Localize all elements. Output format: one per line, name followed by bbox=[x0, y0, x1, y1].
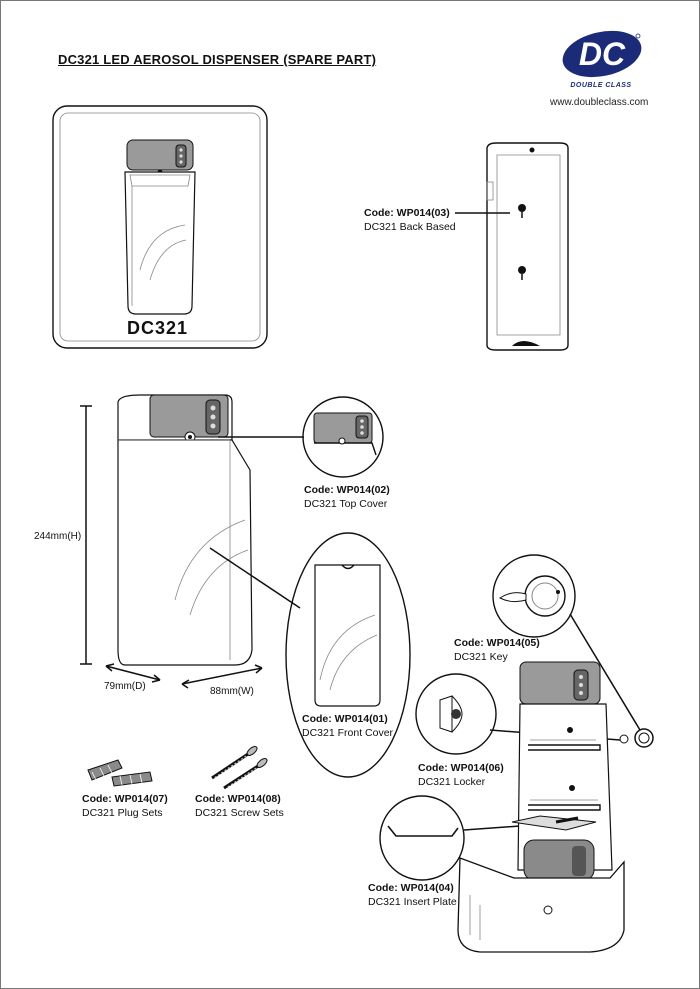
part-code: Code: WP014(06) bbox=[418, 762, 504, 774]
product-model-label: DC321 bbox=[127, 318, 189, 338]
exploded-dispenser-drawing bbox=[457, 661, 654, 953]
part-label-plug-sets: Code: WP014(07) DC321 Plug Sets bbox=[82, 792, 168, 820]
part-label-top-cover: Code: WP014(02) DC321 Top Cover bbox=[304, 483, 390, 511]
insert-plate-detail bbox=[379, 795, 521, 881]
part-name: DC321 Screw Sets bbox=[195, 807, 284, 819]
top-cover-detail bbox=[302, 396, 384, 478]
part-code: Code: WP014(01) bbox=[302, 713, 388, 725]
key-detail bbox=[492, 554, 641, 731]
part-label-insert-plate: Code: WP014(04) DC321 Insert Plate bbox=[368, 881, 457, 909]
part-name: DC321 Insert Plate bbox=[368, 896, 457, 908]
part-label-back-base: Code: WP014(03) DC321 Back Based bbox=[364, 206, 456, 234]
dimension-height: 244mm(H) bbox=[34, 531, 82, 542]
part-label-locker: Code: WP014(06) DC321 Locker bbox=[418, 761, 504, 789]
logo-tagline: DOUBLE CLASS bbox=[570, 82, 632, 89]
part-name: DC321 Back Based bbox=[364, 221, 456, 233]
part-label-front-cover: Code: WP014(01) DC321 Front Cover bbox=[302, 712, 393, 740]
part-name: DC321 Key bbox=[454, 651, 508, 663]
part-code: Code: WP014(05) bbox=[454, 637, 540, 649]
part-name: DC321 Plug Sets bbox=[82, 807, 163, 819]
part-name: DC321 Locker bbox=[418, 776, 486, 788]
part-name: DC321 Front Cover bbox=[302, 727, 394, 739]
dimension-width: 88mm(W) bbox=[210, 686, 254, 697]
part-code: Code: WP014(03) bbox=[364, 207, 450, 219]
part-code: Code: WP014(02) bbox=[304, 484, 390, 496]
part-code: Code: WP014(08) bbox=[195, 793, 281, 805]
main-dispenser-drawing bbox=[80, 394, 304, 689]
dimension-depth: 79mm(D) bbox=[104, 681, 146, 692]
part-label-key: Code: WP014(05) DC321 Key bbox=[454, 636, 540, 664]
website-url: www.doubleclass.com bbox=[550, 97, 649, 108]
screw-sets-drawing bbox=[211, 746, 268, 790]
svg-text:DC: DC bbox=[579, 36, 626, 72]
part-name: DC321 Top Cover bbox=[304, 498, 388, 510]
front-cover-detail bbox=[285, 532, 411, 778]
product-photo-frame bbox=[52, 105, 268, 349]
page-title: DC321 LED AEROSOL DISPENSER (SPARE PART) bbox=[58, 52, 377, 67]
back-base-drawing bbox=[455, 142, 569, 351]
part-code: Code: WP014(07) bbox=[82, 793, 168, 805]
plug-sets-drawing bbox=[87, 759, 153, 787]
part-code: Code: WP014(04) bbox=[368, 882, 454, 894]
double-class-logo: DC bbox=[562, 30, 642, 78]
part-label-screw-sets: Code: WP014(08) DC321 Screw Sets bbox=[195, 792, 284, 820]
